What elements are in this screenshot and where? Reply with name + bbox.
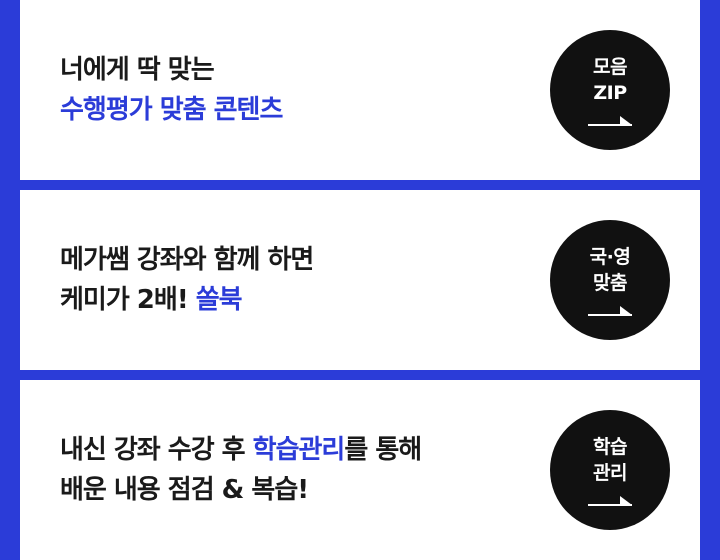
card-headline: 너에게 딱 맞는 수행평가 맞춤 콘텐츠 — [60, 50, 283, 130]
promo-card-solbook: 메가쌤 강좌와 함께 하면 케미가 2배! 쏠북 국·영 맞춤 — [20, 190, 700, 370]
button-label-line-2: 맞춤 — [593, 272, 627, 294]
card-headline: 메가쌤 강좌와 함께 하면 케미가 2배! 쏠북 — [60, 240, 314, 320]
headline-line-2: 수행평가 맞춤 콘텐츠 — [60, 90, 283, 130]
headline-segment: 너에게 딱 맞는 — [60, 55, 215, 85]
study-management-button[interactable]: 학습 관리 — [550, 410, 670, 530]
button-label: 모음 ZIP — [550, 54, 670, 106]
headline-line-2: 케미가 2배! 쏠북 — [60, 280, 313, 320]
button-label: 학습 관리 — [550, 434, 670, 486]
button-label-line-2: ZIP — [593, 82, 627, 104]
headline-highlight: 수행평가 맞춤 콘텐츠 — [60, 95, 283, 125]
button-label-line-1: 학습 — [593, 436, 627, 458]
card-headline: 내신 강좌 수강 후 학습관리를 통해 배운 내용 점검 & 복습! — [60, 430, 422, 510]
arrow-right-icon — [588, 496, 632, 506]
headline-segment: 메가쌤 강좌와 함께 하면 — [60, 245, 314, 275]
zip-collection-button[interactable]: 모음 ZIP — [550, 30, 670, 150]
headline-line-2: 배운 내용 점검 & 복습! — [60, 470, 421, 510]
arrow-right-icon — [588, 306, 632, 316]
korean-english-custom-button[interactable]: 국·영 맞춤 — [550, 220, 670, 340]
headline-segment: 케미가 2배! — [60, 285, 196, 315]
button-label-line-1: 국·영 — [589, 246, 631, 268]
headline-segment: 배운 내용 점검 & 복습! — [60, 475, 309, 505]
headline-highlight: 학습관리 — [252, 435, 346, 465]
promo-card-zip: 너에게 딱 맞는 수행평가 맞춤 콘텐츠 모음 ZIP — [20, 0, 700, 180]
headline-segment: 를 통해 — [344, 435, 422, 465]
headline-line-1: 내신 강좌 수강 후 학습관리를 통해 — [60, 430, 422, 470]
button-label-line-1: 모음 — [593, 56, 627, 78]
headline-line-1: 너에게 딱 맞는 — [60, 50, 282, 90]
headline-highlight: 쏠북 — [195, 285, 243, 315]
button-label: 국·영 맞춤 — [550, 244, 670, 296]
promo-card-study-management: 내신 강좌 수강 후 학습관리를 통해 배운 내용 점검 & 복습! 학습 관리 — [20, 380, 700, 560]
arrow-right-icon — [588, 116, 632, 126]
headline-segment: 내신 강좌 수강 후 — [60, 435, 253, 465]
button-label-line-2: 관리 — [593, 462, 627, 484]
headline-line-1: 메가쌤 강좌와 함께 하면 — [60, 240, 314, 280]
